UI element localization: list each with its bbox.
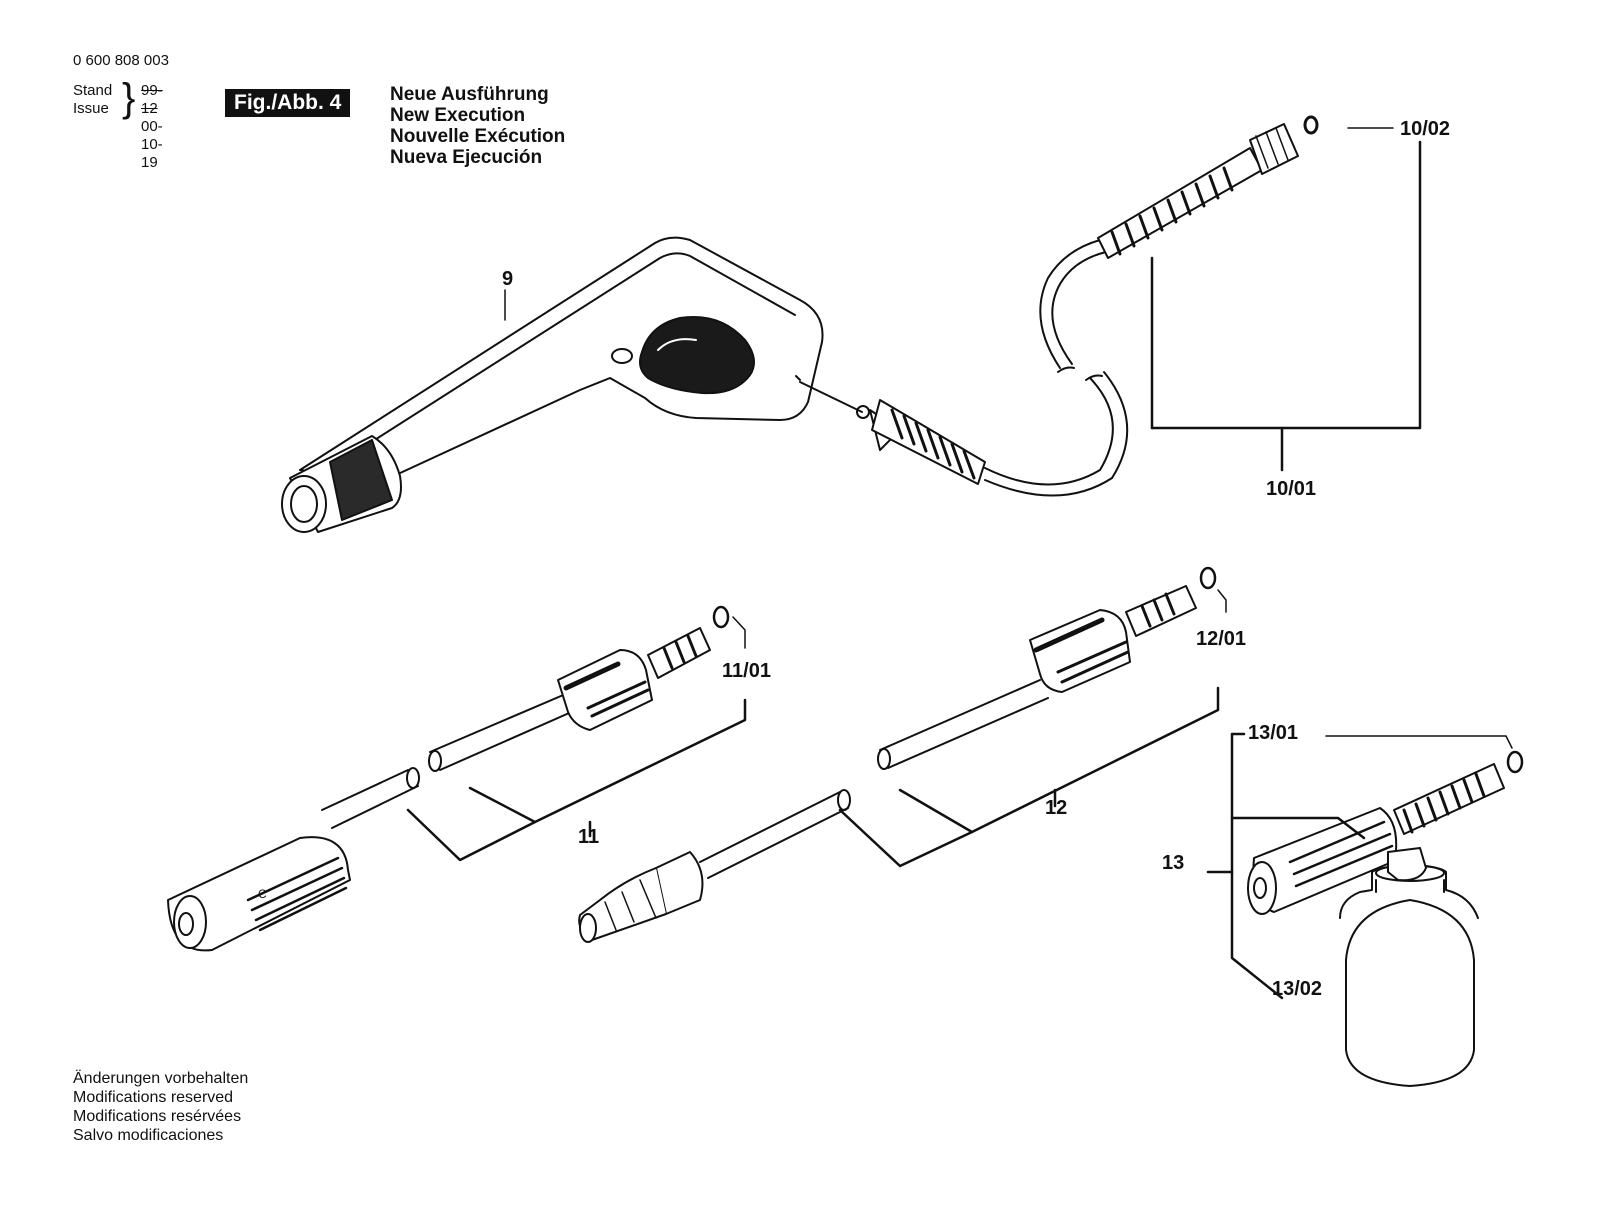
part-label-10-01: 10/01 <box>1266 478 1317 500</box>
modifications-notice: Änderungen vorbehalten Modifications res… <box>73 1069 248 1145</box>
part-label-11: 11 <box>578 826 600 848</box>
footer-line-en: Modifications reserved <box>73 1089 234 1106</box>
gun-nozzle-knob <box>281 435 402 533</box>
leader-lines-12 <box>838 589 1227 868</box>
lance-12-part <box>578 566 1217 943</box>
spray-gun-part <box>281 236 824 533</box>
execution-line-en: New Execution <box>390 105 526 126</box>
execution-line-es: Nueva Ejecución <box>390 147 543 168</box>
part-label-12: 12 <box>1045 797 1068 819</box>
brace-icon: } <box>122 76 136 120</box>
stand-label: Stand <box>73 82 113 99</box>
footer-line-fr: Modifications resérvées <box>73 1108 242 1125</box>
issue-date: 00-10-19 <box>141 118 163 171</box>
issue-label: Issue <box>73 100 109 117</box>
part-label-13: 13 <box>1162 852 1185 874</box>
part-label-9: 9 <box>502 268 514 290</box>
footer-line-de: Änderungen vorbehalten <box>73 1070 249 1087</box>
hose-assembly-part <box>799 115 1319 497</box>
part-label-12-01: 12/01 <box>1196 628 1247 650</box>
hose-lower-fitting <box>799 381 986 485</box>
leader-lines-10 <box>1150 127 1422 472</box>
part-label-10-02: 10/02 <box>1400 118 1451 140</box>
part-label-13-01: 13/01 <box>1248 722 1299 744</box>
execution-title: Neue Ausführung New Execution Nouvelle E… <box>390 84 565 168</box>
execution-line-fr: Nouvelle Exécution <box>390 126 566 147</box>
svg-text:C: C <box>258 887 267 901</box>
execution-line-de: Neue Ausführung <box>390 84 549 105</box>
part-label-11-01: 11/01 <box>722 660 771 682</box>
hose-upper-fitting <box>1097 115 1319 259</box>
foam-nozzle-part <box>1247 750 1524 1087</box>
document-number: 0 600 808 003 <box>73 52 169 69</box>
leader-lines-11 <box>406 616 747 862</box>
leader-lines-13 <box>1206 732 1513 1000</box>
detergent-bottle <box>1339 864 1479 1087</box>
figure-badge: Fig./Abb. 4 <box>225 89 351 117</box>
stand-date: 99-12 <box>141 82 163 117</box>
part-label-13-02: 13/02 <box>1272 978 1323 1000</box>
footer-line-es: Salvo modificaciones <box>73 1127 224 1144</box>
lance-11-part: C <box>167 605 730 952</box>
revision-block: Stand Issue } 99-12 00-10-19 <box>73 78 163 171</box>
